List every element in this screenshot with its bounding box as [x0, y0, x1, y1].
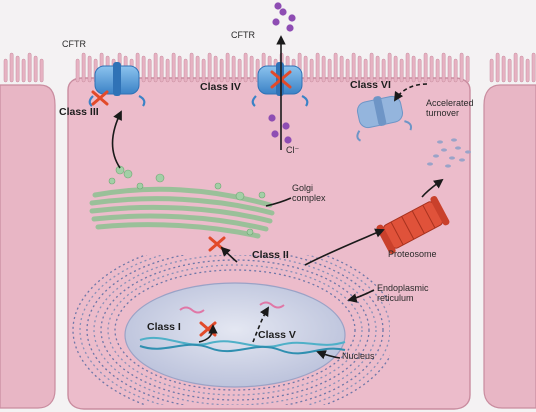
golgi-complex-label: Golgi complex: [292, 183, 326, 203]
nucleus-label: Nucleus: [342, 351, 375, 361]
cftr-channel-icon: [88, 62, 146, 107]
cftr-channel-icon: [356, 95, 413, 142]
endoplasmic-reticulum-label: Endoplasmic reticulum: [377, 283, 429, 303]
endoplasmic-reticulum: [72, 255, 390, 405]
cftr-label-left: CFTR: [62, 39, 86, 49]
microvilli: [3, 52, 536, 83]
chloride-label: Cl⁻: [286, 145, 300, 155]
proteosome-label: Proteosome: [388, 249, 437, 259]
class-vi-label: Class VI: [350, 79, 391, 91]
golgi-complex: [89, 165, 275, 239]
degraded-peptides: [427, 138, 471, 168]
accelerated-turnover-label: Accelerated turnover: [426, 98, 474, 118]
chloride-ion-icon: [268, 2, 296, 144]
x-mark-icon: [91, 90, 109, 106]
nucleus: [124, 282, 346, 388]
class-ii-label: Class II: [252, 249, 289, 261]
class-i-label: Class I: [147, 321, 181, 333]
class-iii-label: Class III: [59, 106, 99, 118]
cftr-label-mid: CFTR: [231, 30, 255, 40]
pathway-arrows: [111, 35, 444, 360]
class-iv-label: Class IV: [200, 81, 241, 93]
class-v-label: Class V: [258, 329, 296, 341]
